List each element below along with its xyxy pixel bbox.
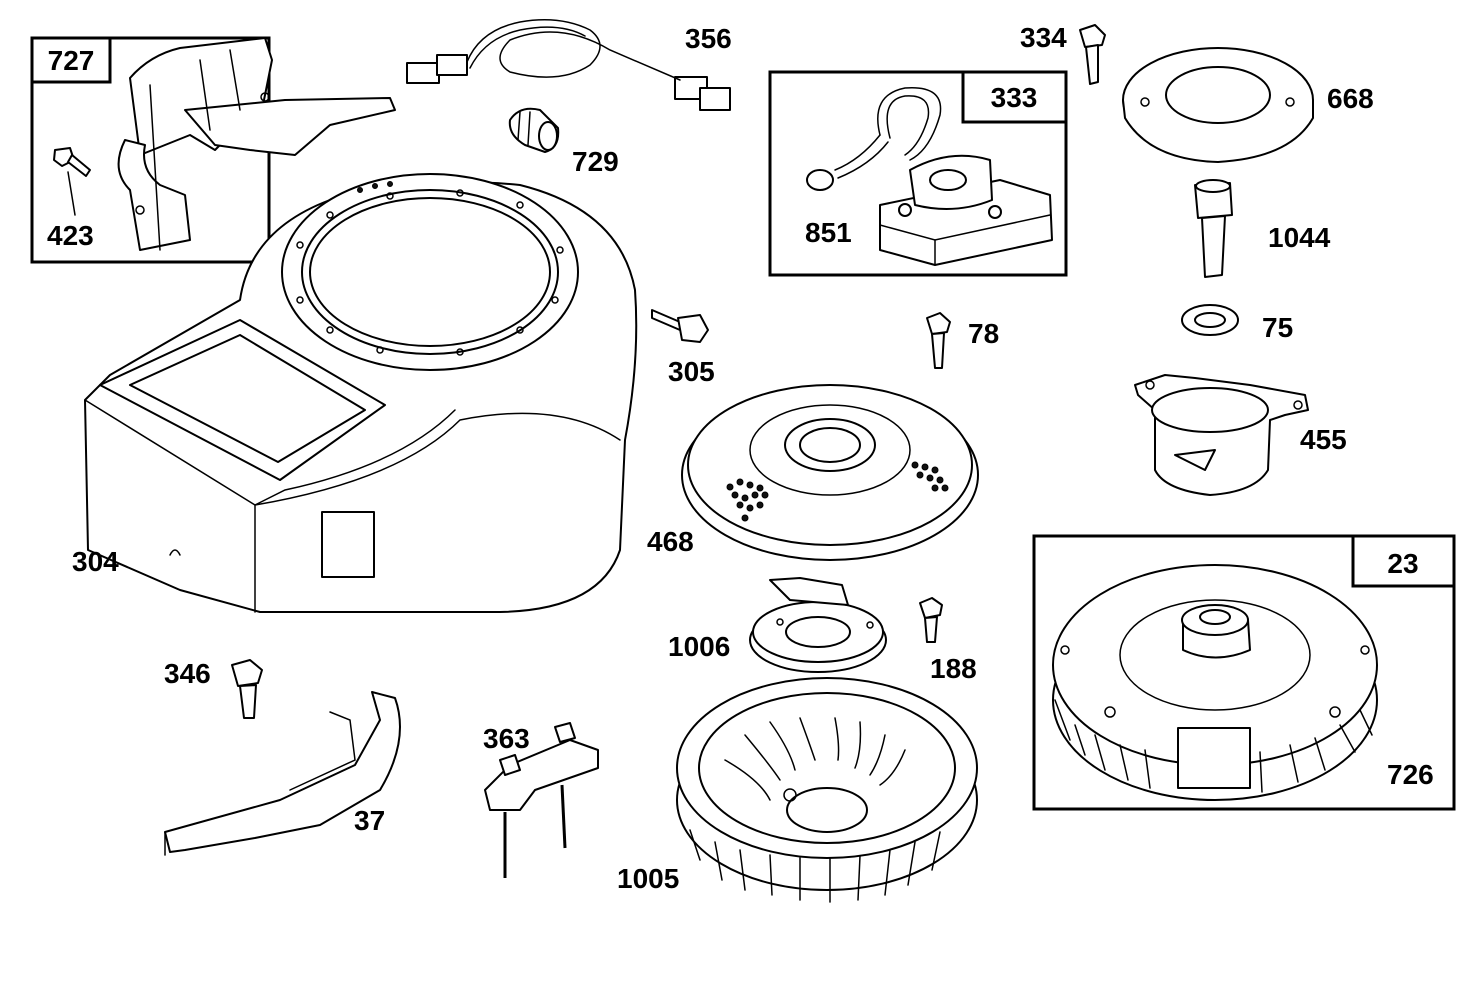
part-304-blower-housing (84, 173, 638, 613)
part-75-washer (1181, 304, 1239, 336)
part-334-screw (1079, 24, 1106, 85)
label-423: 423 (47, 220, 94, 251)
label-333: 333 (991, 82, 1038, 113)
part-727-air-guide (30, 36, 396, 264)
part-78-bolt (926, 312, 951, 369)
part-37-air-guide (164, 691, 401, 856)
label-729: 729 (572, 146, 619, 177)
label-346: 346 (164, 658, 211, 689)
label-305: 305 (668, 356, 715, 387)
label-356: 356 (685, 23, 732, 54)
part-729-grommet (508, 107, 560, 153)
part-346-bolt (231, 659, 263, 719)
label-455: 455 (1300, 424, 1347, 455)
screen-mesh-left (726, 478, 769, 522)
part-468-screen (681, 384, 979, 561)
label-468: 468 (647, 526, 694, 557)
label-23: 23 (1387, 548, 1418, 579)
label-851: 851 (805, 217, 852, 248)
part-labels: 727 423 356 729 334 333 851 668 1044 75 … (47, 22, 1434, 894)
part-23-flywheel (1032, 534, 1456, 811)
label-726: 726 (1387, 759, 1434, 790)
housing-bolt-holes (296, 181, 564, 356)
part-455-cup (1134, 374, 1309, 496)
label-1006: 1006 (668, 631, 730, 662)
part-333-ignition-armature (768, 70, 1068, 277)
part-363-bracket (484, 722, 599, 878)
part-188-bolt (919, 597, 943, 643)
part-356-wire-harness (406, 19, 731, 111)
label-727: 727 (48, 45, 95, 76)
label-75: 75 (1262, 312, 1293, 343)
part-1005-fan (676, 677, 978, 903)
label-188: 188 (930, 653, 977, 684)
part-1006-retainer (749, 577, 887, 673)
label-668: 668 (1327, 83, 1374, 114)
label-37: 37 (354, 805, 385, 836)
part-668-plate (1122, 47, 1314, 163)
part-305-bolt (651, 309, 709, 343)
label-363: 363 (483, 723, 530, 754)
part-1044-stud (1194, 179, 1233, 278)
label-334: 334 (1020, 22, 1067, 53)
label-304: 304 (72, 546, 119, 577)
label-1005: 1005 (617, 863, 679, 894)
screen-mesh-right (911, 461, 949, 492)
label-78: 78 (968, 318, 999, 349)
label-1044: 1044 (1268, 222, 1331, 253)
